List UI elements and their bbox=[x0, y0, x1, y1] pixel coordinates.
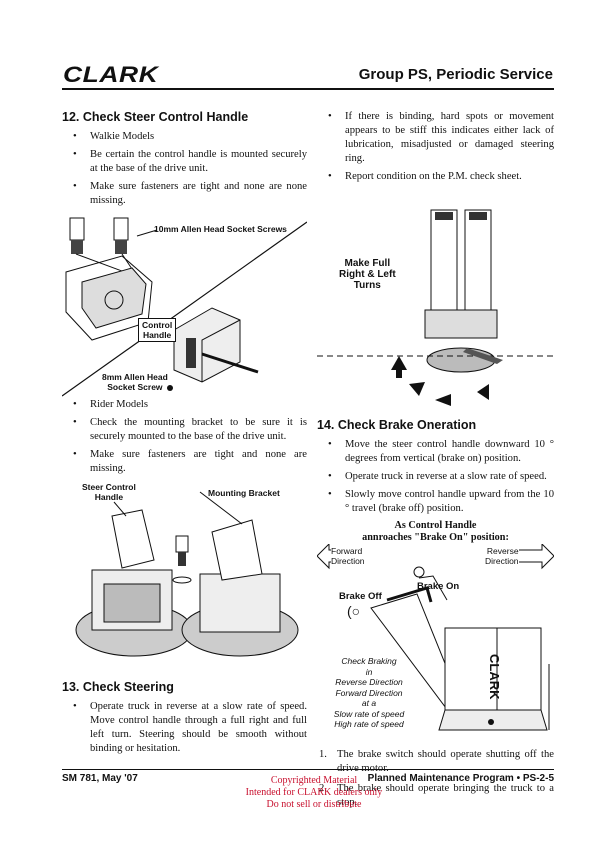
footer-doc-id: SM 781, May '07 bbox=[62, 773, 138, 784]
brake-check-note: Check Braking in Reverse Direction Forwa… bbox=[319, 656, 419, 730]
left-column: 12. Check Steer Control Handle Walkie Mo… bbox=[62, 110, 307, 760]
section-14-bullets: Move the steer control handle downward 1… bbox=[317, 438, 554, 516]
brake-check-illustration bbox=[317, 544, 554, 731]
section-13-title: 13. Check Steering bbox=[62, 680, 174, 694]
header-rule bbox=[62, 88, 554, 90]
copyright-line: Copyrighted Material bbox=[270, 775, 358, 786]
rider-bracket-illustration bbox=[75, 491, 299, 657]
label-mounting-bracket: Mounting Bracket bbox=[208, 488, 280, 498]
label-make-full-turns: Make Full Right & Left Turns bbox=[339, 258, 396, 291]
arrow-icon bbox=[435, 394, 451, 406]
list-text: The brake should operate bringing the tr… bbox=[337, 783, 554, 808]
note-line: High rate of speed bbox=[334, 719, 404, 729]
label-make-full-turns-line1: Make Full bbox=[344, 258, 391, 269]
list-number: 1. bbox=[319, 749, 327, 760]
footer-rule bbox=[62, 769, 554, 770]
figure-full-turns: Make Full Right & Left Turns bbox=[317, 188, 554, 406]
clark-logo: CLARK bbox=[63, 62, 159, 87]
list-item: If there is binding, hard spots or movem… bbox=[328, 110, 554, 166]
footer-page-ref: Planned Maintenance Program • PS-2-5 bbox=[367, 773, 554, 784]
section-13-bullets: Operate truck in reverse at a slow rate … bbox=[62, 700, 307, 756]
copyright-notice: Copyrighted Material Intended for CLARK … bbox=[200, 775, 428, 811]
section-14-title: 14. Check Brake Oneration bbox=[317, 418, 477, 432]
label-steer-control-handle-line2: Handle bbox=[94, 492, 124, 502]
figure-rider-bracket: Steer Control Handle Mounting Bracket bbox=[62, 480, 307, 668]
list-item: Slowly move control handle upward from t… bbox=[328, 488, 554, 516]
list-item: Make sure fasteners are tight and none a… bbox=[73, 448, 307, 476]
label-brake-on: Brake On bbox=[417, 581, 460, 592]
label-make-full-turns-line2: Right & Left bbox=[339, 269, 396, 280]
list-item: Walkie Models bbox=[73, 130, 307, 144]
page-header-title: Group PS, Periodic Service bbox=[358, 66, 553, 83]
note-line: Slow rate of speed bbox=[333, 708, 405, 719]
section-12-bullets-rider: Rider Models Check the mounting bracket … bbox=[62, 398, 307, 476]
list-text: The brake switch should operate shutting… bbox=[337, 749, 554, 774]
label-reverse-direction: Reverse Direction bbox=[485, 546, 519, 566]
arrow-icon bbox=[409, 382, 425, 396]
figure-brake-check: Forward Direction Reverse Direction Brak… bbox=[317, 544, 554, 734]
list-item: Be certain the control handle is mounted… bbox=[73, 148, 307, 176]
figure-walkie-handle: 10mm Allen Head Socket Screws Control Ha… bbox=[62, 212, 307, 398]
label-8mm-screw-line1: 8mm Allen Head bbox=[102, 372, 168, 382]
note-line: at a bbox=[361, 698, 377, 708]
label-reverse-line2: Direction bbox=[485, 556, 519, 566]
label-control-handle-line1: Control bbox=[142, 320, 173, 330]
note-line: Forward Direction bbox=[335, 687, 403, 698]
copyright-line: Do not sell or distribute bbox=[266, 799, 362, 810]
label-make-full-turns-line3: Turns bbox=[353, 280, 381, 291]
full-turns-illustration bbox=[317, 209, 554, 378]
brake-figure-caption-line2: annroaches "Brake On" position: bbox=[362, 532, 509, 543]
section-12-title: 12. Check Steer Control Handle bbox=[62, 110, 249, 124]
list-item: Rider Models bbox=[73, 398, 307, 412]
arrow-icon bbox=[477, 384, 489, 400]
walkie-handle-illustration bbox=[62, 217, 307, 397]
brake-figure-caption: As Control Handle annroaches "Brake On" … bbox=[317, 520, 554, 544]
label-forward-line1: Forward bbox=[331, 546, 363, 556]
list-item: Operate truck in reverse at a slow rate … bbox=[328, 470, 554, 484]
list-number: 2. bbox=[319, 783, 327, 794]
label-forward-direction: Forward Direction bbox=[331, 546, 365, 566]
list-item: 2. The brake should operate bringing the… bbox=[319, 782, 554, 810]
brake-results-list: 1. The brake switch should operate shutt… bbox=[317, 748, 554, 810]
label-8mm-screw: 8mm Allen Head Socket Screw bbox=[102, 372, 168, 392]
turn-arrows bbox=[409, 382, 489, 406]
list-item: 1. The brake switch should operate shutt… bbox=[319, 748, 554, 776]
list-item: Check the mounting bracket to be sure it… bbox=[73, 416, 307, 444]
label-steer-control-handle-line1: Steer Control bbox=[82, 482, 136, 492]
label-8mm-screw-line2: Socket Screw bbox=[107, 382, 163, 392]
list-item: Report condition on the P.M. check sheet… bbox=[328, 170, 554, 184]
section-12-bullets-walkie: Walkie Models Be certain the control han… bbox=[62, 130, 307, 208]
list-item: Operate truck in reverse at a slow rate … bbox=[73, 700, 307, 756]
steering-bullets-continued: If there is binding, hard spots or movem… bbox=[317, 110, 554, 184]
note-line: Reverse Direction bbox=[335, 677, 403, 687]
label-reverse-line1: Reverse bbox=[486, 546, 519, 556]
right-column: If there is binding, hard spots or movem… bbox=[317, 110, 554, 816]
note-line: Check Braking bbox=[341, 656, 397, 666]
label-control-handle: Control Handle bbox=[138, 318, 177, 342]
list-item: Move the steer control handle downward 1… bbox=[328, 438, 554, 466]
label-10mm-screws: 10mm Allen Head Socket Screws bbox=[154, 224, 287, 234]
brake-off-symbol: (○ bbox=[347, 603, 361, 619]
label-brake-off: Brake Off bbox=[339, 591, 382, 602]
label-control-handle-line2: Handle bbox=[142, 330, 172, 340]
label-truck-brand: CLARK bbox=[487, 654, 502, 700]
copyright-line: Intended for CLARK dealers only bbox=[245, 787, 383, 798]
note-line: in bbox=[365, 666, 373, 677]
label-forward-line2: Direction bbox=[331, 556, 365, 566]
label-steer-control-handle: Steer Control Handle bbox=[82, 482, 136, 502]
brake-figure-caption-line1: As Control Handle bbox=[394, 520, 477, 531]
list-item: Make sure fasteners are tight and none a… bbox=[73, 180, 307, 208]
